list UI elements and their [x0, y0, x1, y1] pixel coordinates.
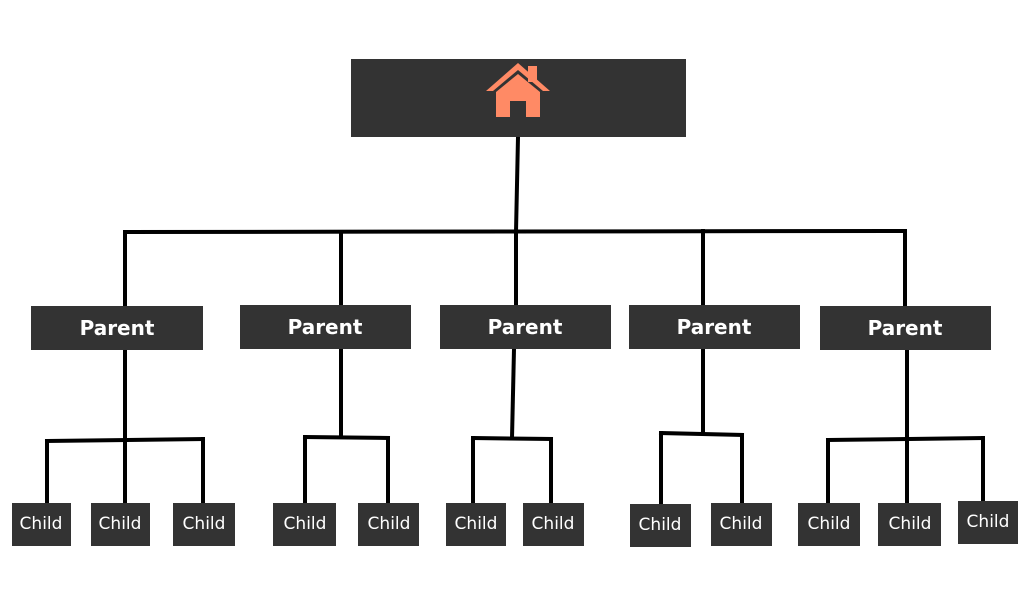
home-icon: [486, 63, 550, 117]
child-label: Child: [20, 514, 63, 534]
parent-label: Parent: [80, 316, 155, 340]
child-node: Child: [630, 504, 691, 547]
child-label: Child: [889, 514, 932, 534]
parent-3-connectors: [470, 346, 554, 505]
child-node: Child: [12, 503, 71, 546]
parent-2-connectors: [302, 347, 391, 505]
child-node: Child: [273, 503, 336, 546]
parent-label: Parent: [677, 315, 752, 339]
child-label: Child: [720, 514, 763, 534]
root-connectors: [122, 134, 908, 308]
child-label: Child: [808, 514, 851, 534]
child-node: Child: [711, 503, 772, 546]
child-label: Child: [183, 514, 226, 534]
child-label: Child: [967, 512, 1010, 532]
child-node: Child: [173, 503, 235, 546]
child-label: Child: [532, 514, 575, 534]
child-label: Child: [455, 514, 498, 534]
child-node: Child: [523, 503, 584, 546]
parent-node-1: Parent: [31, 306, 203, 350]
parent-node-4: Parent: [629, 305, 800, 349]
child-label: Child: [99, 514, 142, 534]
parent-label: Parent: [288, 315, 363, 339]
parent-label: Parent: [488, 315, 563, 339]
parent-node-5: Parent: [820, 306, 991, 350]
parent-1-connectors: [44, 347, 206, 505]
child-node: Child: [878, 503, 941, 546]
parent-label: Parent: [868, 316, 943, 340]
parent-5-connectors: [825, 347, 986, 505]
child-node: Child: [91, 503, 150, 546]
root-node: [351, 59, 686, 137]
parent-node-3: Parent: [440, 305, 611, 349]
parent-node-2: Parent: [240, 305, 411, 349]
parent-4-connectors: [658, 347, 745, 506]
child-node: Child: [958, 501, 1018, 544]
child-label: Child: [368, 514, 411, 534]
child-label: Child: [639, 515, 682, 535]
child-label: Child: [284, 514, 327, 534]
child-node: Child: [798, 503, 860, 546]
child-node: Child: [446, 503, 506, 546]
child-node: Child: [358, 503, 419, 546]
